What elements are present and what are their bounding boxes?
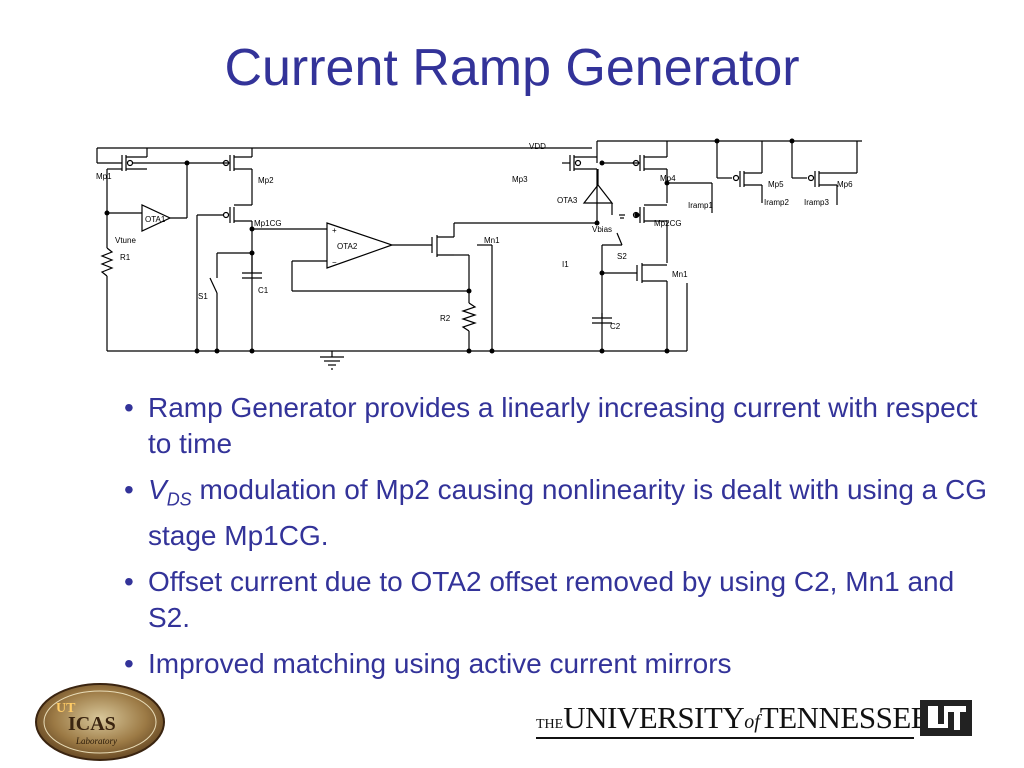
logo-ut-text: UT: [56, 701, 76, 716]
bullet-text: Ramp Generator provides a linearly incre…: [148, 392, 978, 459]
vds-symbol: VDS: [148, 474, 192, 510]
bullet-dot: •: [124, 392, 134, 423]
label-i1: I1: [562, 260, 569, 269]
vds-subscript: DS: [166, 489, 192, 510]
logo-lab-text: Laboratory: [75, 736, 117, 746]
label-ota2: OTA2: [337, 242, 358, 251]
label-s1: S1: [198, 292, 208, 301]
label-ota2-minus: −: [332, 258, 337, 267]
logo-icas-text: ICAS: [68, 713, 116, 735]
bullet-text: modulation of Mp2 causing nonlinearity i…: [148, 474, 988, 551]
wordmark-university: UNIVERSITY: [563, 700, 745, 735]
label-iramp1: Iramp1: [688, 201, 713, 210]
vds-v: V: [148, 474, 167, 505]
ut-mark: [920, 700, 972, 736]
slide-title: Current Ramp Generator: [224, 39, 800, 97]
label-ota2-plus: +: [332, 226, 337, 235]
label-c1: C1: [258, 286, 269, 295]
label-mn1-left: Mn1: [484, 236, 500, 245]
label-iramp3: Iramp3: [804, 198, 829, 207]
university-logo: THEUNIVERSITYofTENNESSEE: [536, 700, 974, 740]
label-ota1: OTA1: [145, 215, 166, 224]
wordmark-tennessee: TENNESSEE: [759, 700, 930, 735]
icas-lab-logo: UT ICAS Laboratory: [35, 683, 165, 761]
ut-mark-icon: [928, 706, 966, 730]
label-vdd: VDD: [529, 142, 546, 151]
label-vtune: Vtune: [115, 236, 136, 245]
wordmark-the: THE: [536, 717, 564, 732]
wordmark-underline: [536, 737, 914, 739]
label-mp5: Mp5: [768, 180, 784, 189]
label-mp2cg: Mp2CG: [654, 219, 682, 228]
label-mp1: Mp1: [96, 172, 112, 181]
bullet-dot: •: [124, 474, 134, 505]
label-vbias: Vbias: [592, 225, 612, 234]
university-wordmark: THEUNIVERSITYofTENNESSEE: [536, 700, 930, 736]
wordmark-of: of: [744, 711, 760, 733]
label-mp6: Mp6: [837, 180, 853, 189]
circuit-schematic: Mp1 OTA1 Vtune R1 Mp2 Mp1CG S1 C1 OTA2 +…: [96, 138, 862, 370]
label-mp1cg: Mp1CG: [254, 219, 282, 228]
label-s2: S2: [617, 252, 627, 261]
bullet-item: • VDS modulation of Mp2 causing nonlinea…: [120, 472, 1000, 554]
bullet-text: Improved matching using active current m…: [148, 647, 732, 679]
bullet-item: • Improved matching using active current…: [120, 646, 1000, 682]
label-mp2: Mp2: [258, 176, 274, 185]
label-mp3: Mp3: [512, 175, 528, 184]
label-mp4: Mp4: [660, 174, 676, 183]
label-r1: R1: [120, 253, 131, 262]
label-ota3: OTA3: [557, 196, 578, 205]
label-r2: R2: [440, 314, 451, 323]
bullet-text: Offset current due to OTA2 offset remove…: [148, 565, 955, 633]
bullet-dot: •: [124, 647, 134, 679]
bullet-item: • Ramp Generator provides a linearly inc…: [120, 390, 1000, 462]
label-mn1-right: Mn1: [672, 270, 688, 279]
label-iramp2: Iramp2: [764, 198, 789, 207]
bullet-item: • Offset current due to OTA2 offset remo…: [120, 564, 1000, 636]
bullet-list: • Ramp Generator provides a linearly inc…: [120, 390, 1000, 692]
label-c2: C2: [610, 322, 621, 331]
bullet-dot: •: [124, 565, 134, 597]
